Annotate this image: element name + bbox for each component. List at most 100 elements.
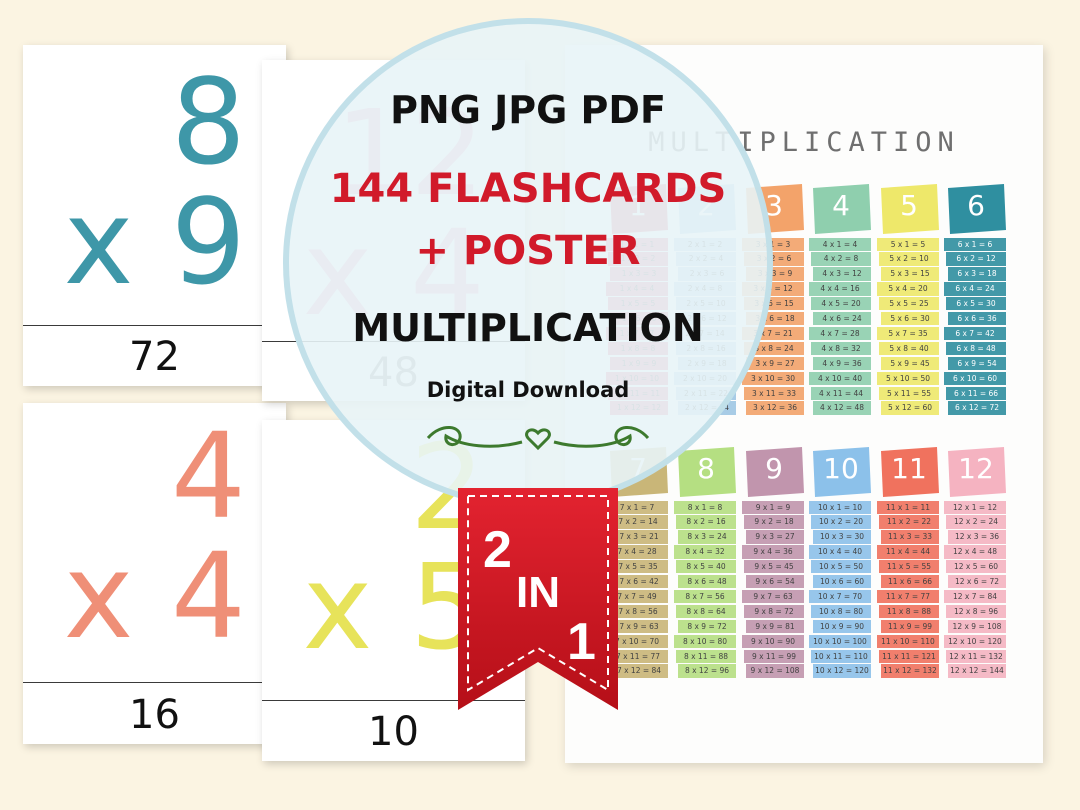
flashcard-top-number: 4 <box>170 407 246 545</box>
ribbon-text-2: 2 <box>483 521 512 579</box>
times-table-row: 8 x 2 = 16 <box>676 515 736 529</box>
flashcards-count-text: 144 FLASHCARDS <box>329 166 727 212</box>
times-table-row: 8 x 12 = 96 <box>678 664 736 678</box>
times-table-row: 11 x 5 = 55 <box>879 560 939 574</box>
flourish-heart-icon <box>426 426 650 451</box>
flashcard-divider <box>23 325 286 326</box>
times-table-row: 6 x 9 = 54 <box>948 356 1006 371</box>
times-table-row: 11 x 11 = 121 <box>879 649 939 663</box>
times-table-number: 4 <box>832 189 850 222</box>
times-table-row: 5 x 9 = 45 <box>881 356 939 371</box>
times-table-row: 8 x 10 = 80 <box>674 634 736 648</box>
times-table-row: 4 x 10 = 40 <box>809 371 871 385</box>
times-table-row: 11 x 8 = 88 <box>879 604 939 619</box>
times-table-row: 4 x 7 = 28 <box>809 326 871 341</box>
times-table-row: 6 x 11 = 66 <box>946 386 1006 400</box>
times-table-number: 8 <box>697 452 715 485</box>
times-table-row: 6 x 10 = 60 <box>944 371 1006 385</box>
times-table-row: 4 x 9 = 36 <box>813 356 871 371</box>
times-table-row: 10 x 4 = 40 <box>809 545 871 559</box>
times-table-row: 11 x 9 = 99 <box>881 619 939 634</box>
times-table-row: 4 x 5 = 20 <box>811 297 871 311</box>
times-table-row: 10 x 10 = 100 <box>809 634 871 648</box>
times-table-row: 4 x 12 = 48 <box>813 401 871 415</box>
times-table-header: 4 <box>811 180 871 236</box>
times-table-row: 8 x 6 = 48 <box>678 575 736 589</box>
times-table-row: 9 x 11 = 99 <box>744 649 804 663</box>
digital-download-text: Digital Download <box>426 378 630 402</box>
times-table-row: 4 x 6 = 24 <box>813 312 871 326</box>
times-table-row: 9 x 1 = 9 <box>742 500 804 514</box>
times-table-row: 5 x 1 = 5 <box>877 237 939 251</box>
times-table-row: 9 x 4 = 36 <box>742 545 804 559</box>
times-table-row: 3 x 10 = 30 <box>742 371 804 385</box>
times-table-row: 10 x 2 = 20 <box>811 515 871 529</box>
multiplication-text: MULTIPLICATION <box>352 306 704 350</box>
plus-poster-text: + POSTER <box>415 228 641 274</box>
times-table-header: 8 <box>676 443 736 499</box>
times-table-row: 6 x 1 = 6 <box>944 237 1006 251</box>
times-table-row: 5 x 5 = 25 <box>879 297 939 311</box>
times-table-row: 9 x 10 = 90 <box>742 634 804 648</box>
times-table-row: 10 x 6 = 60 <box>813 575 871 589</box>
times-table-row: 10 x 8 = 80 <box>811 604 871 619</box>
times-table-row: 12 x 3 = 36 <box>948 530 1006 544</box>
times-table-row: 11 x 2 = 22 <box>879 515 939 529</box>
flashcard-bottom-number: x 9 <box>63 173 246 311</box>
times-table-number: 5 <box>900 189 918 222</box>
times-table-row: 4 x 2 = 8 <box>811 252 871 266</box>
times-table-header: 11 <box>879 443 939 499</box>
formats-text: PNG JPG PDF <box>390 88 666 132</box>
times-table-number: 10 <box>823 452 859 485</box>
flashcard-4x4: 4 x 4 16 <box>23 403 286 744</box>
times-table-row: 10 x 3 = 30 <box>813 530 871 544</box>
times-table-row: 9 x 12 = 108 <box>746 664 804 678</box>
times-table-row: 10 x 1 = 10 <box>809 500 871 514</box>
times-table-header: 6 <box>946 180 1006 236</box>
times-table-row: 6 x 6 = 36 <box>948 312 1006 326</box>
times-table-row: 6 x 4 = 24 <box>944 282 1006 296</box>
times-table-row: 8 x 8 = 64 <box>676 604 736 619</box>
times-table-row: 5 x 11 = 55 <box>879 386 939 400</box>
times-table-row: 9 x 8 = 72 <box>744 604 804 619</box>
flashcard-bottom-number: x 4 <box>63 527 246 665</box>
times-table-row: 9 x 6 = 54 <box>746 575 804 589</box>
times-table-row: 9 x 7 = 63 <box>742 589 804 604</box>
times-table-row: 3 x 9 = 27 <box>746 356 804 371</box>
times-table-number: 9 <box>765 452 783 485</box>
times-table-row: 5 x 6 = 30 <box>881 312 939 326</box>
times-table-row: 6 x 2 = 12 <box>946 252 1006 266</box>
times-table-row: 5 x 10 = 50 <box>877 371 939 385</box>
times-table-row: 7 x 7 = 49 <box>606 589 668 604</box>
times-table-row: 11 x 1 = 11 <box>877 500 939 514</box>
times-table-row: 3 x 8 = 24 <box>744 341 804 356</box>
times-table-row: 12 x 11 = 132 <box>946 649 1006 663</box>
times-table-row: 11 x 7 = 77 <box>877 589 939 604</box>
ribbon-text-1: 1 <box>567 613 596 671</box>
times-table-row: 6 x 3 = 18 <box>948 267 1006 281</box>
times-table-row: 7 x 12 = 84 <box>610 664 668 678</box>
times-table-row: 11 x 3 = 33 <box>881 530 939 544</box>
times-table-row: 6 x 8 = 48 <box>946 341 1006 356</box>
times-table-row: 8 x 1 = 8 <box>674 500 736 514</box>
times-table-row: 4 x 3 = 12 <box>813 267 871 281</box>
times-table-row: 5 x 12 = 60 <box>881 401 939 415</box>
flashcard-divider <box>23 682 286 683</box>
flashcard-answer: 10 <box>368 709 419 755</box>
times-table-row: 7 x 2 = 14 <box>608 515 668 529</box>
times-table-row: 8 x 4 = 32 <box>674 545 736 559</box>
times-table-row: 7 x 3 = 21 <box>610 530 668 544</box>
times-table-row: 12 x 8 = 96 <box>946 604 1006 619</box>
times-table-row: 6 x 12 = 72 <box>948 401 1006 415</box>
times-table-row: 12 x 5 = 60 <box>946 560 1006 574</box>
times-table-row: 12 x 9 = 108 <box>948 619 1006 634</box>
times-table-row: 4 x 4 = 16 <box>809 282 871 296</box>
times-table-row: 4 x 11 = 44 <box>811 386 871 400</box>
times-table-header: 12 <box>946 443 1006 499</box>
times-table-row: 10 x 11 = 110 <box>811 649 871 663</box>
times-table-row: 5 x 4 = 20 <box>877 282 939 296</box>
